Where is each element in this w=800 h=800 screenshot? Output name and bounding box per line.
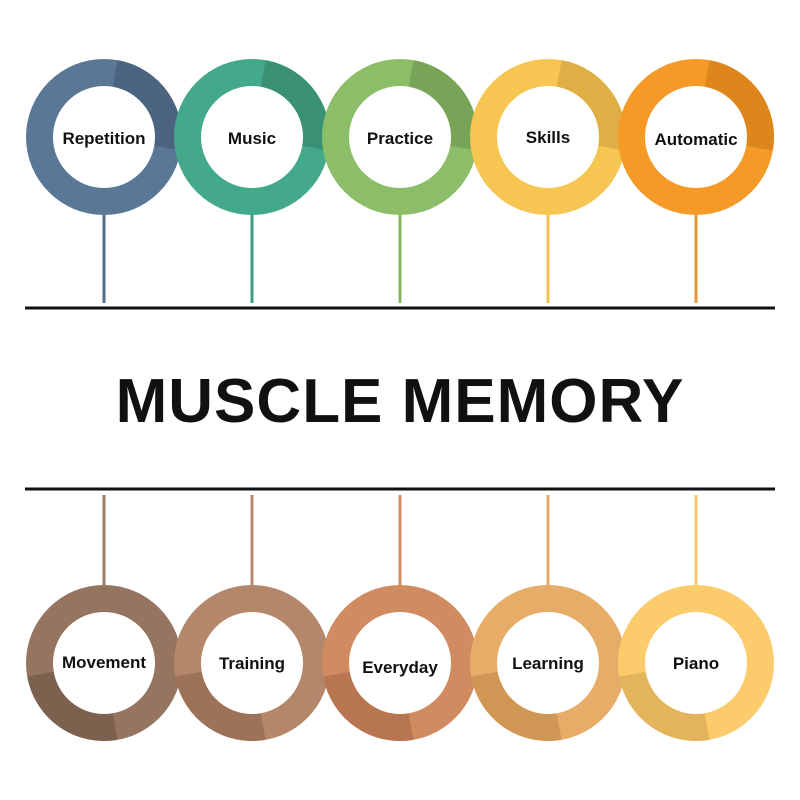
node-ring-shade bbox=[323, 671, 414, 741]
diagram-title: MUSCLE MEMORY bbox=[116, 367, 685, 436]
node-center bbox=[53, 612, 155, 714]
node-skills: Skills bbox=[470, 59, 626, 303]
node-center bbox=[201, 86, 303, 188]
node-label: Learning bbox=[512, 654, 584, 673]
node-label: Piano bbox=[673, 654, 719, 673]
node-ring-shade bbox=[175, 671, 266, 741]
node-ring-shade bbox=[704, 60, 774, 151]
node-ring-shade bbox=[112, 60, 182, 151]
top-node-row: Repetition Music Practice Skills Automatic bbox=[26, 59, 774, 303]
node-label: Repetition bbox=[62, 129, 145, 148]
bottom-node-row: Movement Training Everyday Learning Piano bbox=[26, 495, 774, 742]
node-center bbox=[53, 86, 155, 188]
node-center bbox=[349, 612, 451, 714]
node-learning: Learning bbox=[470, 495, 626, 741]
node-label: Skills bbox=[526, 128, 570, 147]
node-ring-shade bbox=[471, 671, 562, 741]
node-center bbox=[349, 86, 451, 188]
node-label: Training bbox=[219, 654, 285, 673]
node-label: Movement bbox=[62, 653, 146, 672]
node-label: Automatic bbox=[654, 130, 737, 149]
node-ring-shade bbox=[619, 671, 710, 742]
node-ring-shade bbox=[556, 60, 626, 151]
node-center bbox=[201, 612, 303, 714]
node-center bbox=[497, 86, 599, 188]
node-ring-shade bbox=[27, 671, 118, 741]
node-movement: Movement bbox=[26, 495, 182, 741]
node-piano: Piano bbox=[618, 495, 774, 742]
node-music: Music bbox=[174, 59, 330, 303]
node-practice: Practice bbox=[322, 59, 478, 303]
node-center bbox=[645, 612, 747, 714]
node-automatic: Automatic bbox=[618, 59, 774, 303]
node-center bbox=[645, 86, 747, 188]
node-label: Practice bbox=[367, 129, 433, 148]
node-everyday: Everyday bbox=[322, 495, 478, 741]
node-center bbox=[497, 612, 599, 714]
node-ring-shade bbox=[408, 60, 478, 151]
node-label: Music bbox=[228, 129, 276, 148]
node-training: Training bbox=[174, 495, 330, 741]
node-label: Everyday bbox=[362, 658, 438, 677]
node-repetition: Repetition bbox=[26, 59, 182, 303]
node-ring-shade bbox=[260, 60, 330, 151]
